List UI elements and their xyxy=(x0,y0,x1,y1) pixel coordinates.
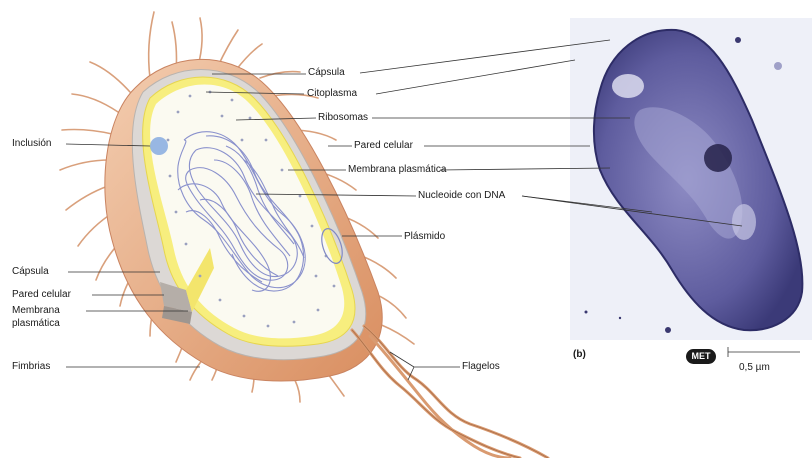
label-citoplasma: Citoplasma xyxy=(307,88,357,99)
panel-label: (b) xyxy=(573,349,586,360)
label-plasmido: Plásmido xyxy=(404,231,445,242)
scale-bar-label: 0,5 µm xyxy=(739,362,770,373)
inclusion-body xyxy=(150,137,168,155)
flagella xyxy=(352,326,548,458)
label-pared-celular-top: Pared celular xyxy=(354,140,413,151)
label-inclusion: Inclusión xyxy=(12,138,51,149)
label-fimbrias: Fimbrias xyxy=(12,361,50,372)
label-flagelos: Flagelos xyxy=(462,361,500,372)
label-membrana-left-2: plasmática xyxy=(12,318,60,329)
label-pared-celular-left: Pared celular xyxy=(12,289,71,300)
met-badge: MET xyxy=(686,349,716,364)
label-nucleoide: Nucleoide con DNA xyxy=(418,190,505,201)
label-membrana-left-1: Membrana xyxy=(12,305,60,316)
label-membrana-plasmatica-top: Membrana plasmática xyxy=(348,164,446,175)
label-capsula-left: Cápsula xyxy=(12,266,49,277)
micrograph xyxy=(570,18,812,340)
label-capsula-top: Cápsula xyxy=(308,67,345,78)
label-ribosomas: Ribosomas xyxy=(318,112,368,123)
